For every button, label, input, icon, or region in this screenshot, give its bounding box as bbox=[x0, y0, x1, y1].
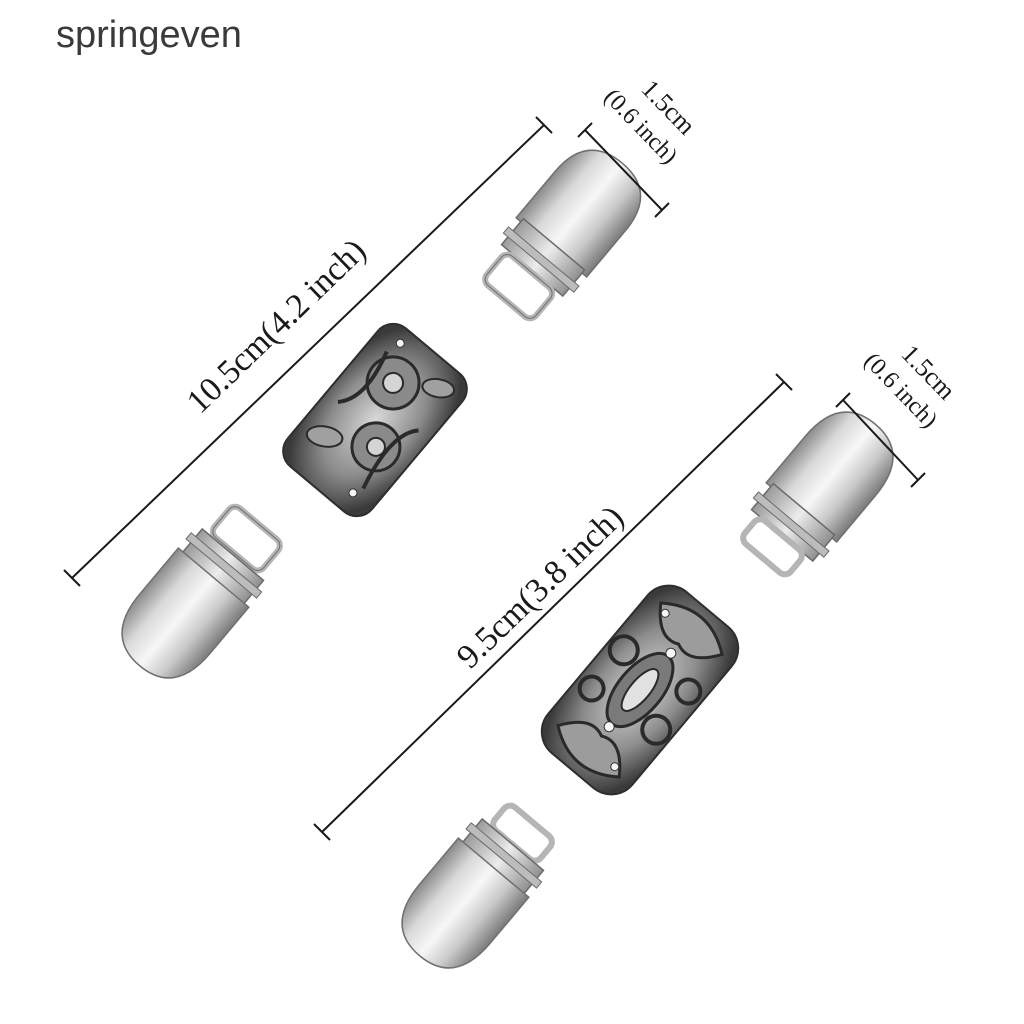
clip-large bbox=[121, 149, 642, 679]
dimension-large-length: 10.5cm(4.2 inch) bbox=[63, 116, 553, 587]
clip-small bbox=[401, 411, 894, 969]
brand-watermark: springeven bbox=[56, 14, 242, 56]
